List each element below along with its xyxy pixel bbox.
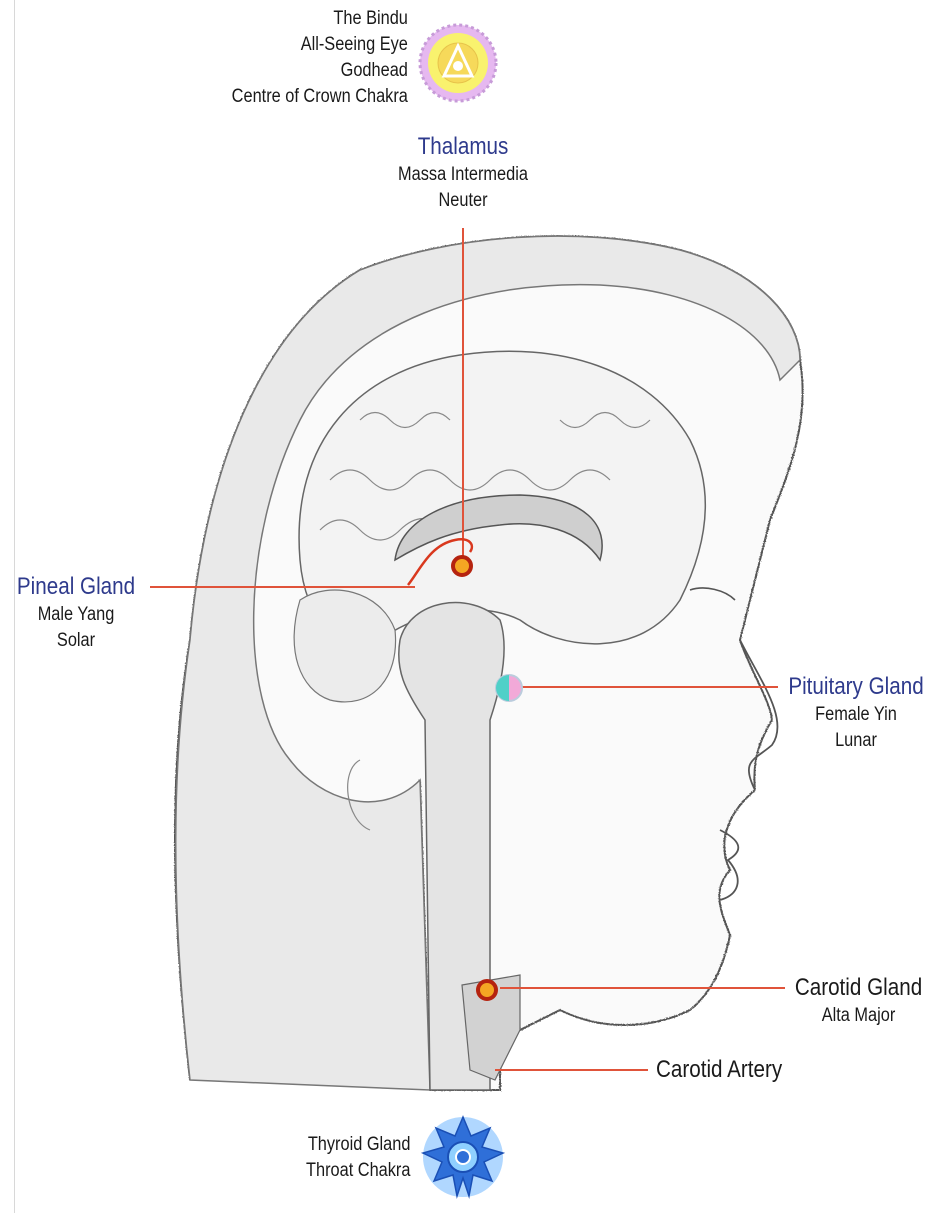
- pineal-title: Pineal Gland: [11, 572, 142, 602]
- throat-chakra-icon: [423, 1117, 503, 1197]
- crown-text-block: The Bindu All-Seeing Eye Godhead Centre …: [232, 6, 408, 110]
- thalamus-marker: [453, 557, 471, 575]
- thyroid-line-gland: Thyroid Gland: [306, 1132, 410, 1158]
- pituitary-line-yin: Female Yin: [782, 702, 930, 728]
- crown-chakra-icon: [420, 25, 496, 101]
- crown-line-godhead: Godhead: [232, 58, 408, 84]
- pituitary-title: Pituitary Gland: [782, 672, 930, 702]
- carotid-gland-label-block: Carotid Gland Alta Major: [787, 973, 931, 1029]
- thyroid-text-block: Thyroid Gland Throat Chakra: [306, 1132, 410, 1184]
- carotid-artery-label: Carotid Artery: [656, 1055, 782, 1085]
- thalamus-line-massa: Massa Intermedia: [377, 162, 549, 188]
- crown-line-bindu: The Bindu: [232, 6, 408, 32]
- carotid-gland-title: Carotid Gland: [787, 973, 931, 1003]
- thyroid-line-chakra: Throat Chakra: [306, 1158, 410, 1184]
- crown-line-centre: Centre of Crown Chakra: [232, 84, 408, 110]
- thalamus-title: Thalamus: [377, 132, 549, 162]
- pituitary-line-lunar: Lunar: [782, 728, 930, 754]
- thalamus-label-block: Thalamus Massa Intermedia Neuter: [377, 132, 549, 214]
- pineal-line-yang: Male Yang: [11, 602, 142, 628]
- thalamus-line-neuter: Neuter: [377, 188, 549, 214]
- carotid-gland-marker: [478, 981, 496, 999]
- pituitary-label-block: Pituitary Gland Female Yin Lunar: [782, 672, 930, 754]
- pineal-label-block: Pineal Gland Male Yang Solar: [11, 572, 142, 654]
- crown-line-eye: All-Seeing Eye: [232, 32, 408, 58]
- carotid-gland-subtitle: Alta Major: [787, 1003, 931, 1029]
- pineal-line-solar: Solar: [11, 628, 142, 654]
